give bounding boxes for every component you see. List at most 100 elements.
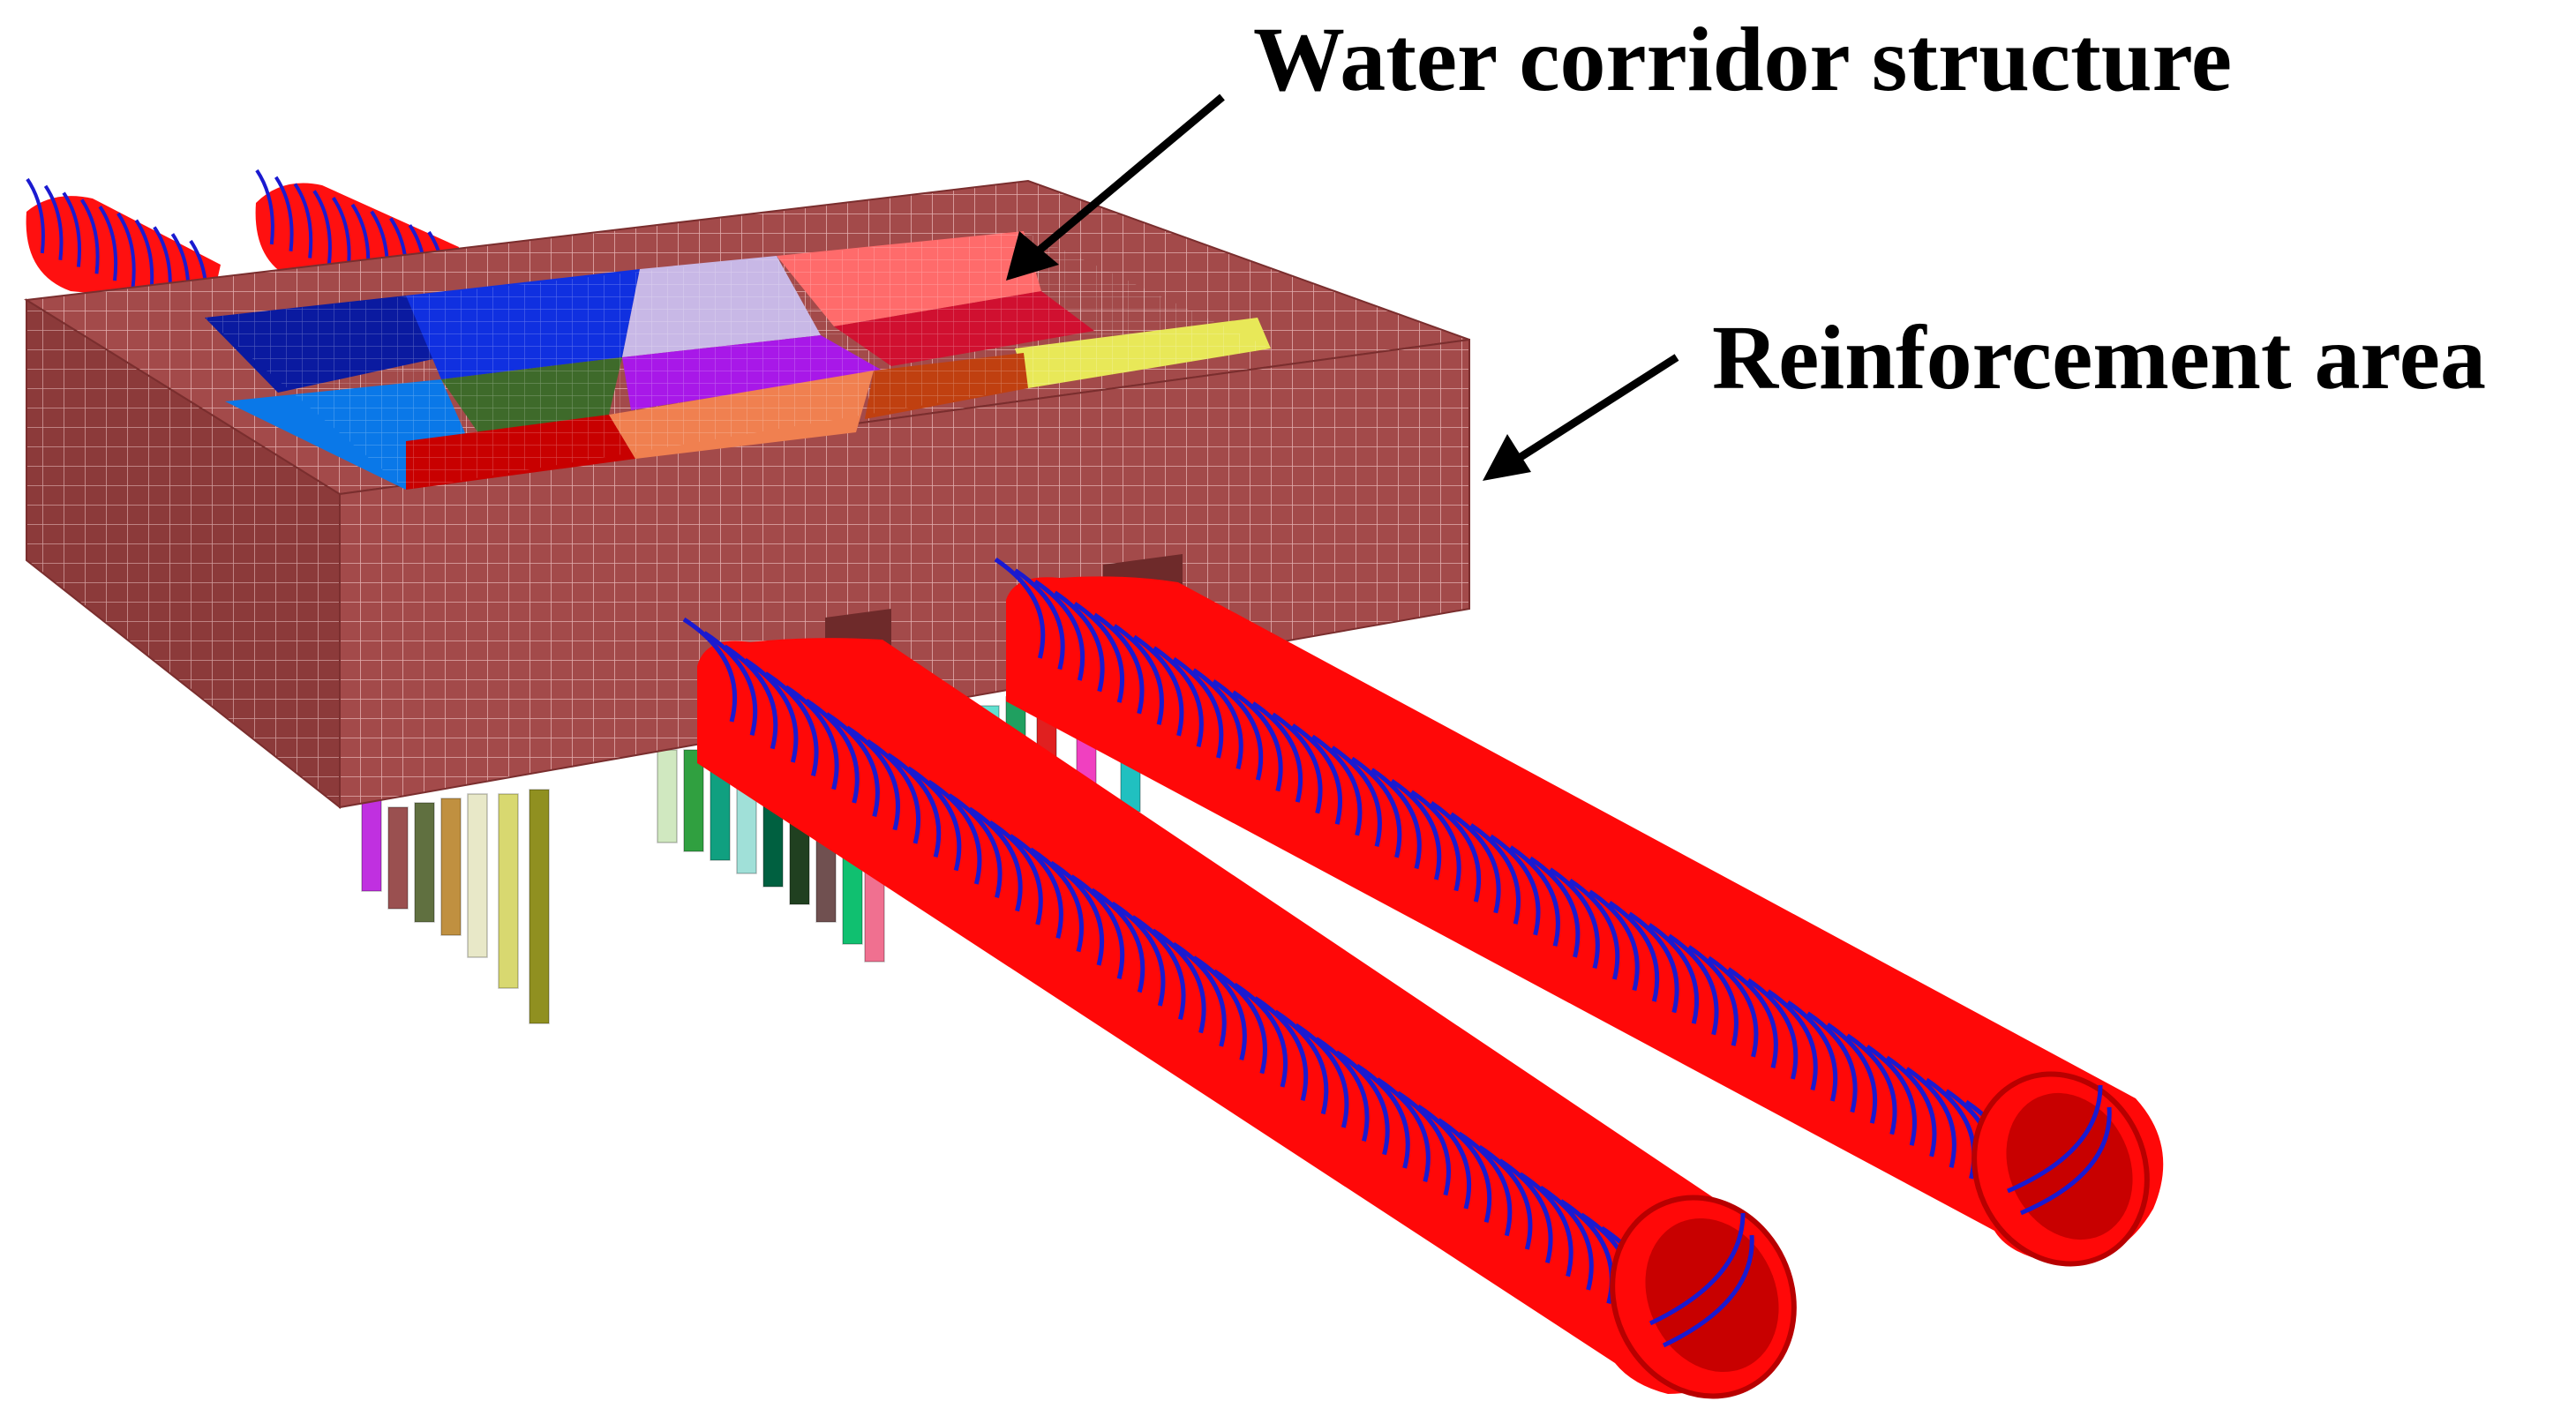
tunnel-ring (1707, 955, 1759, 1058)
tunnel-ring (1192, 955, 1247, 1060)
label-water-corridor-structure: Water corridor structure (1253, 9, 2232, 110)
pile (657, 749, 678, 843)
tunnel-ring (1253, 996, 1309, 1101)
tunnel-ring (1331, 745, 1382, 847)
tunnel-ring (1489, 834, 1541, 936)
pile (467, 793, 488, 958)
tunnel-ring (1132, 634, 1184, 737)
tunnel-ring (1356, 1063, 1410, 1169)
tunnel-ring (1033, 580, 1085, 681)
tunnel-ring (1291, 723, 1342, 825)
pile (361, 798, 382, 892)
tunnel-ring (1090, 888, 1145, 993)
tunnel-ring (1335, 1050, 1390, 1156)
tunnel-ring (1430, 801, 1482, 903)
tunnel-ring (1509, 845, 1560, 947)
tunnel-ring (1315, 1037, 1370, 1142)
tunnel-ring (886, 753, 942, 858)
tunnel-ring (1233, 982, 1288, 1088)
tunnel-ring (845, 725, 900, 831)
tunnel-ring (116, 212, 136, 288)
tunnel-ring (1271, 712, 1323, 814)
tunnel-ring (98, 206, 118, 281)
tunnel-ring (1477, 1144, 1533, 1250)
tunnel-ring (1866, 1045, 1917, 1146)
arrow-water-corridor (1006, 94, 1225, 281)
tunnel-ring (1845, 1033, 1897, 1135)
tunnel-ring (1113, 624, 1164, 725)
tunnel-ring (1457, 1131, 1513, 1237)
tunnel-ring (682, 617, 738, 723)
tunnel-ring (1826, 1023, 1878, 1124)
pile (440, 798, 462, 936)
tunnel-ring (785, 685, 839, 790)
tunnel-ring (764, 671, 819, 776)
tunnel-ring (1014, 568, 1065, 671)
tunnel-ring (866, 738, 921, 844)
tunnel-ring (274, 176, 294, 251)
tunnel-ring (1152, 928, 1206, 1034)
tunnel-ring (1437, 1118, 1492, 1223)
tunnel-ring (743, 657, 799, 763)
tunnel-ring (1073, 602, 1124, 703)
tunnel-ring (1153, 646, 1204, 748)
tunnel-ring (1029, 847, 1084, 953)
tunnel-ring (1371, 768, 1422, 870)
tunnel-ring (1667, 933, 1719, 1036)
arrow-reinforcement (1483, 354, 1679, 481)
tunnel-ring (1449, 812, 1501, 914)
tunnel-ring (1396, 1090, 1451, 1196)
tunnel-ring (1390, 778, 1442, 880)
tunnel-ring (723, 644, 778, 750)
pile (387, 806, 409, 910)
tunnel-ring (1049, 860, 1105, 966)
tunnel-ring (1648, 923, 1699, 1024)
tunnel-ring (1416, 1104, 1472, 1210)
tunnel-ring (1172, 656, 1224, 759)
tunnel-ring (1588, 889, 1640, 992)
tunnel-ring (1905, 1067, 1956, 1168)
tunnel-ring (1885, 1055, 1937, 1158)
tunnel-ring (906, 766, 962, 872)
tunnel-left (682, 617, 1797, 1399)
tunnel-ring (1519, 1172, 1573, 1277)
tunnel-ring (702, 631, 758, 736)
tunnel-ring (968, 806, 1023, 912)
tunnel-ring (80, 199, 100, 274)
tunnel-ring (1539, 1185, 1594, 1291)
tunnel-ring (1110, 901, 1166, 1007)
tunnel-ring (1568, 878, 1620, 980)
tunnel-ring (1212, 678, 1264, 781)
pile (683, 749, 704, 852)
tunnel-ring (948, 793, 1003, 898)
tunnel-ring (1627, 911, 1679, 1014)
tunnel-ring (1053, 590, 1105, 693)
tunnel-ring (1806, 1011, 1858, 1113)
tunnel-ring (1727, 967, 1778, 1068)
tunnel-ring (1251, 701, 1303, 803)
tunnel-ring (1192, 668, 1243, 770)
tunnel-ring (988, 820, 1043, 925)
tunnel-ring (1746, 978, 1799, 1080)
tunnel-ring (1376, 1077, 1431, 1182)
tunnel-ring (1469, 823, 1521, 925)
tunnel-ring (1528, 856, 1581, 958)
tunnel-ring (1786, 1000, 1838, 1102)
tunnel-ring (255, 169, 274, 245)
tunnel-ring (1232, 690, 1283, 792)
pile (498, 793, 519, 989)
tunnel-ring (1498, 1158, 1553, 1263)
tunnel-ring (43, 184, 64, 260)
tunnel-ring (1549, 867, 1600, 970)
tunnel-ring (927, 779, 982, 885)
tunnel-ring (1311, 734, 1363, 836)
pile (414, 802, 435, 923)
tunnel-ring (1608, 901, 1660, 1002)
tunnel-ring (26, 177, 45, 254)
tunnel-ring (1213, 969, 1267, 1075)
tunnel-ring (293, 183, 313, 258)
tunnel-ring (1410, 790, 1461, 892)
tunnel-ring (312, 190, 332, 266)
pile (529, 789, 550, 1024)
